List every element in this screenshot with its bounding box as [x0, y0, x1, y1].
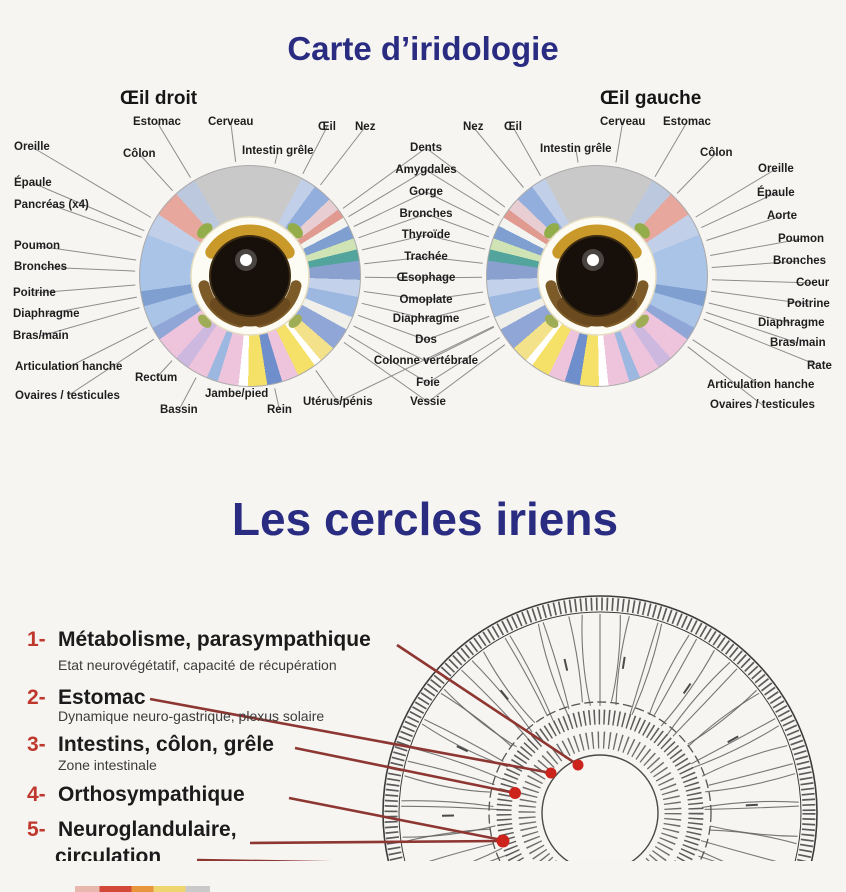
label-ovaires-testicules-l: Ovaires / testicules	[710, 399, 815, 411]
label-thyroide: Thyroïde	[401, 229, 451, 241]
right-eye-heading: Œil droit	[120, 88, 198, 109]
label-bronches-l: Bronches	[773, 255, 827, 267]
label-dos: Dos	[415, 334, 437, 346]
left-eye-heading: Œil gauche	[600, 88, 702, 109]
cercles-item-3: 3- Intestins, côlon, grêle	[27, 733, 274, 757]
label-oeil-r: Œil	[318, 121, 336, 133]
item-1-desc: Etat neurovégétatif, capacité de récupér…	[58, 657, 337, 673]
item-1-number: 1-	[27, 628, 46, 651]
label-poumon-r: Poumon	[14, 240, 60, 252]
item-3-title: Intestins, côlon, grêle	[58, 733, 274, 756]
label-nez-l: Nez	[463, 121, 484, 133]
label-poitrine-l: Poitrine	[787, 298, 830, 310]
cercles-item-1: 1- Métabolisme, parasympathique	[27, 628, 371, 652]
item-5-number: 5-	[27, 818, 46, 841]
right-eye-diagram	[139, 165, 361, 387]
item-2-desc: Dynamique neuro-gastrique, plexus solair…	[58, 708, 325, 724]
label-bronches-r: Bronches	[14, 261, 68, 273]
label-rectum: Rectum	[135, 372, 178, 384]
label-oeil-l: Œil	[504, 121, 522, 133]
label-diaphragme-r: Diaphragme	[13, 308, 80, 320]
label-cerveau-l: Cerveau	[600, 116, 646, 128]
label-omoplate: Omoplate	[399, 294, 453, 306]
item-3-desc: Zone intestinale	[58, 757, 157, 773]
label-nez-r: Nez	[355, 121, 376, 133]
label-diaphragme-l: Diaphragme	[758, 317, 825, 329]
label-coeur: Coeur	[796, 277, 830, 289]
item-3-number: 3-	[27, 733, 46, 756]
label-gorge: Gorge	[409, 186, 443, 198]
label-trachee: Trachée	[404, 251, 448, 263]
label-intestin-grele-l: Intestin grêle	[540, 143, 612, 155]
label-foie: Foie	[416, 377, 440, 389]
cercles-item-5: 5- Neuroglandulaire,	[27, 818, 237, 842]
label-colonne-vertebrale: Colonne vertébrale	[373, 355, 479, 367]
label-bras-main-r: Bras/main	[13, 330, 69, 342]
item-2-title: Estomac	[58, 686, 146, 709]
dot-orthosympathique	[496, 834, 510, 848]
label-estomac-l: Estomac	[663, 116, 711, 128]
iridology-map-section: Carte d’iridologie Œil droit Œil gauche …	[13, 30, 832, 416]
dot-metabolisme	[572, 759, 584, 771]
label-bras-main-l: Bras/main	[770, 337, 826, 349]
label-ovaires-testicules-r: Ovaires / testicules	[15, 390, 120, 402]
cercles-item-2: 2- Estomac	[27, 686, 146, 710]
dot-estomac	[545, 767, 557, 779]
item-1-title: Métabolisme, parasympathique	[58, 628, 371, 651]
label-bassin: Bassin	[160, 404, 198, 416]
label-pancreas-r: Pancréas (x4)	[14, 199, 89, 211]
label-articulation-hanche-l: Articulation hanche	[707, 379, 815, 391]
item-2-number: 2-	[27, 686, 46, 709]
photo-crop-band	[0, 861, 846, 885]
cercles-item-4: 4- Orthosympathique	[27, 783, 245, 807]
cercles-title: Les cercles iriens	[231, 493, 619, 545]
label-colon-r: Côlon	[123, 148, 156, 160]
label-rein: Rein	[267, 404, 292, 416]
label-estomac-r: Estomac	[133, 116, 181, 128]
label-epaule-r: Épaule	[14, 177, 52, 189]
label-oesophage: Œsophage	[396, 272, 456, 284]
label-uterus-penis: Utérus/pénis	[303, 396, 373, 408]
label-epaule-l: Épaule	[757, 187, 795, 199]
label-dents: Dents	[410, 142, 442, 154]
leader-lines-layer	[31, 121, 820, 411]
label-oreille-l: Oreille	[758, 163, 794, 175]
label-colon-l: Côlon	[700, 147, 733, 159]
map-title: Carte d’iridologie	[287, 30, 559, 67]
label-cerveau-r: Cerveau	[208, 116, 254, 128]
item-5-title: Neuroglandulaire,	[58, 818, 237, 841]
label-oreille-r: Oreille	[14, 141, 50, 153]
label-diaphragme-c: Diaphragme	[392, 313, 460, 325]
label-rate: Rate	[807, 360, 832, 372]
item-4-title: Orthosympathique	[58, 783, 245, 806]
item-4-number: 4-	[27, 783, 46, 806]
label-aorte: Aorte	[767, 210, 798, 222]
label-vessie: Vessie	[410, 396, 446, 408]
label-bronches-c: Bronches	[399, 208, 453, 220]
dot-intestins	[509, 787, 521, 799]
label-articulation-hanche-r: Articulation hanche	[15, 361, 123, 373]
cropped-legend-sliver	[75, 886, 210, 892]
label-poitrine-r: Poitrine	[13, 287, 56, 299]
label-amygdales: Amygdales	[395, 164, 457, 176]
label-poumon-l: Poumon	[778, 233, 824, 245]
label-jambe-pied: Jambe/pied	[205, 388, 269, 400]
label-intestin-grele-r: Intestin grêle	[242, 145, 314, 157]
